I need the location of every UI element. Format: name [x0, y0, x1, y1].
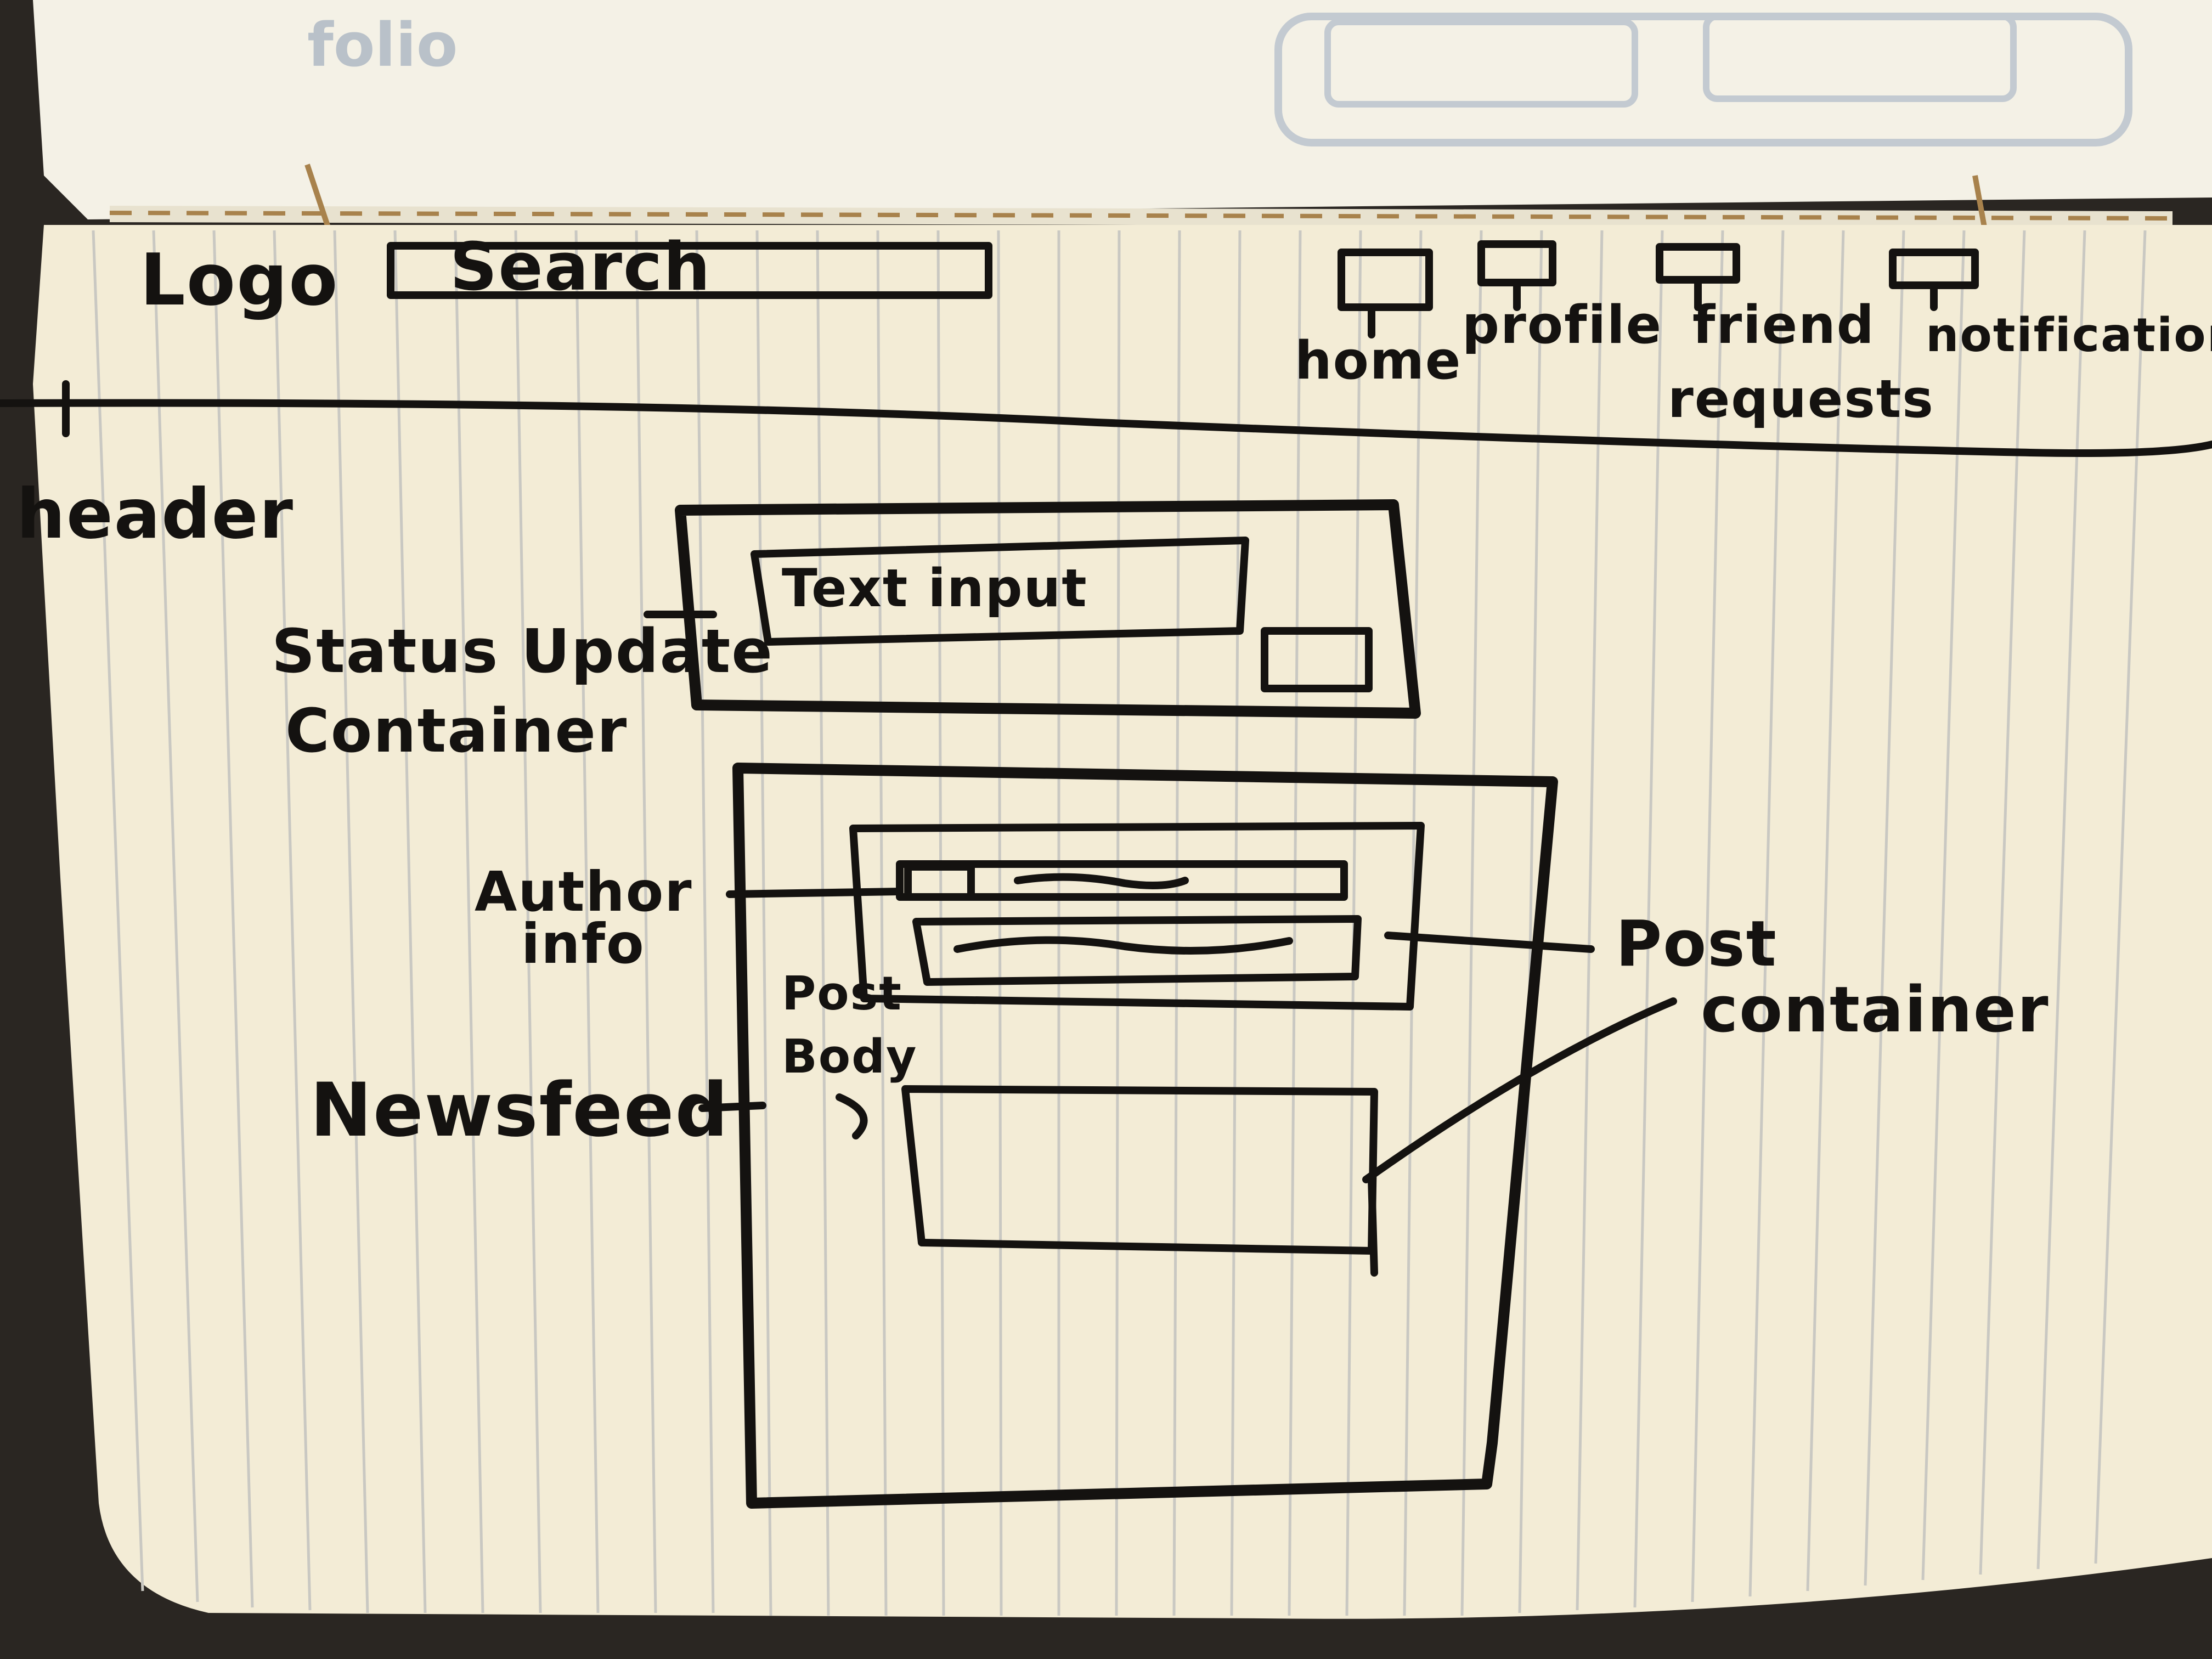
- nav-requests-label: requests: [1668, 369, 1934, 430]
- status-label-line2: Container: [285, 696, 628, 766]
- nav-friend-label: friend: [1692, 295, 1875, 356]
- author-info-row: [896, 860, 1348, 901]
- author-name-scribble: [1014, 873, 1189, 889]
- profile-icon: [1477, 240, 1556, 311]
- nav-home-label: home: [1295, 331, 1462, 391]
- stitch-thread-left: [304, 163, 332, 232]
- post-text-row: [912, 915, 1362, 986]
- post-container-pointer-2: [1362, 997, 1677, 1183]
- status-label-line1: Status Update: [272, 616, 774, 686]
- post-container-label-line1: Post: [1616, 907, 1778, 981]
- search-label: Search: [450, 229, 712, 306]
- post-container: [849, 822, 1425, 1011]
- status-post-button: [1261, 627, 1373, 692]
- status-input-text: Text input: [782, 558, 1088, 619]
- home-icon: [1338, 249, 1433, 338]
- friend-requests-icon: [1656, 243, 1740, 311]
- logo-label: Logo: [140, 238, 339, 321]
- post-container-label-line2: container: [1701, 973, 2050, 1047]
- nav-profile-label: profile: [1462, 295, 1662, 356]
- notifications-icon: [1889, 249, 1979, 311]
- newsfeed-label: Newsfeed: [310, 1067, 729, 1153]
- post-body-edge: [1368, 1176, 1378, 1277]
- post-container-pointer: [1384, 932, 1595, 953]
- post-body-pointer: [836, 1093, 868, 1139]
- upper-page-faint-sketch: folio: [307, 10, 2132, 146]
- binding-fold: [109, 206, 2173, 228]
- status-text-input: [751, 537, 1249, 646]
- newsfeed-tick: [698, 1102, 766, 1112]
- author-label-line2: info: [521, 912, 645, 976]
- author-info-pointer: [726, 888, 904, 898]
- status-update-container: [675, 499, 1421, 719]
- post-body-label-line1: Post: [782, 967, 902, 1021]
- search-box: [387, 242, 992, 299]
- svg-text:folio: folio: [307, 10, 458, 80]
- newsfeed-container: [732, 763, 1558, 1509]
- header-divider: [0, 399, 2212, 457]
- post-text-scribble: [953, 936, 1293, 955]
- nav-notifications-label: notifications: [1926, 308, 2212, 363]
- upper-page: [33, 0, 2212, 219]
- author-label-line1: Author: [475, 860, 693, 924]
- author-avatar: [904, 863, 975, 901]
- post-body-label-line2: Body: [782, 1030, 917, 1084]
- header-annotation: header: [16, 475, 294, 554]
